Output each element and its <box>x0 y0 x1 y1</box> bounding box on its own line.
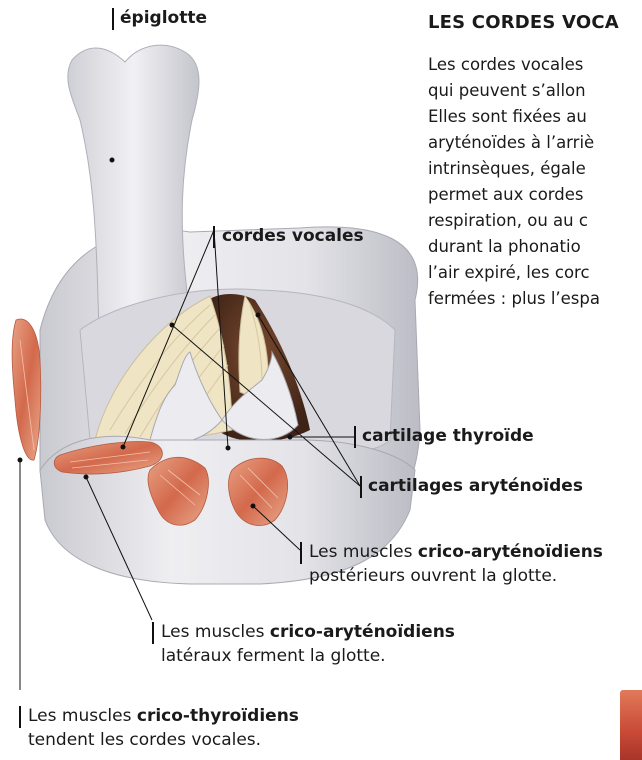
article-title: LES CORDES VOCA <box>428 12 619 33</box>
article-line: fermées : plus l’espa <box>428 286 642 312</box>
article-line: respiration, ou au c <box>428 208 642 234</box>
label-muscles-lateraux: Les muscles crico-aryténoïdiens latéraux… <box>161 620 455 668</box>
article-line: aryténoïdes à l’arriè <box>428 130 642 156</box>
label-epiglotte: épiglotte <box>120 6 207 30</box>
article-line: intrinsèques, égale <box>428 156 642 182</box>
article-line: qui peuvent s’allon <box>428 78 642 104</box>
label-cartilage-thyroide: cartilage thyroïde <box>362 424 534 448</box>
cropped-thumbnail-image <box>620 690 642 760</box>
label-bar-muscles-lateraux <box>152 622 154 644</box>
article-line: Elles sont fixées au <box>428 104 642 130</box>
article-line: Les cordes vocales <box>428 52 642 78</box>
label-cartilages-arytenoides: cartilages aryténoïdes <box>368 474 583 498</box>
label-bar-muscles-posterieurs <box>300 542 302 564</box>
label-muscles-crico-thyroidiens: Les muscles crico-thyroïdiens tendent le… <box>28 704 299 752</box>
label-bar-cartilages-arytenoides <box>360 476 362 498</box>
article-line: l’air expiré, les corc <box>428 260 642 286</box>
label-bar-cartilage-thyroide <box>354 426 356 448</box>
label-bar-epiglotte <box>112 8 114 30</box>
label-bar-muscles-crico-thyroidiens <box>19 706 21 728</box>
label-cordes-vocales: cordes vocales <box>222 224 364 248</box>
label-muscles-posterieurs: Les muscles crico-aryténoïdiens postérie… <box>309 540 603 588</box>
article-line: permet aux cordes <box>428 182 642 208</box>
label-bar-cordes-vocales <box>213 226 215 248</box>
article-line: durant la phonatio <box>428 234 642 260</box>
